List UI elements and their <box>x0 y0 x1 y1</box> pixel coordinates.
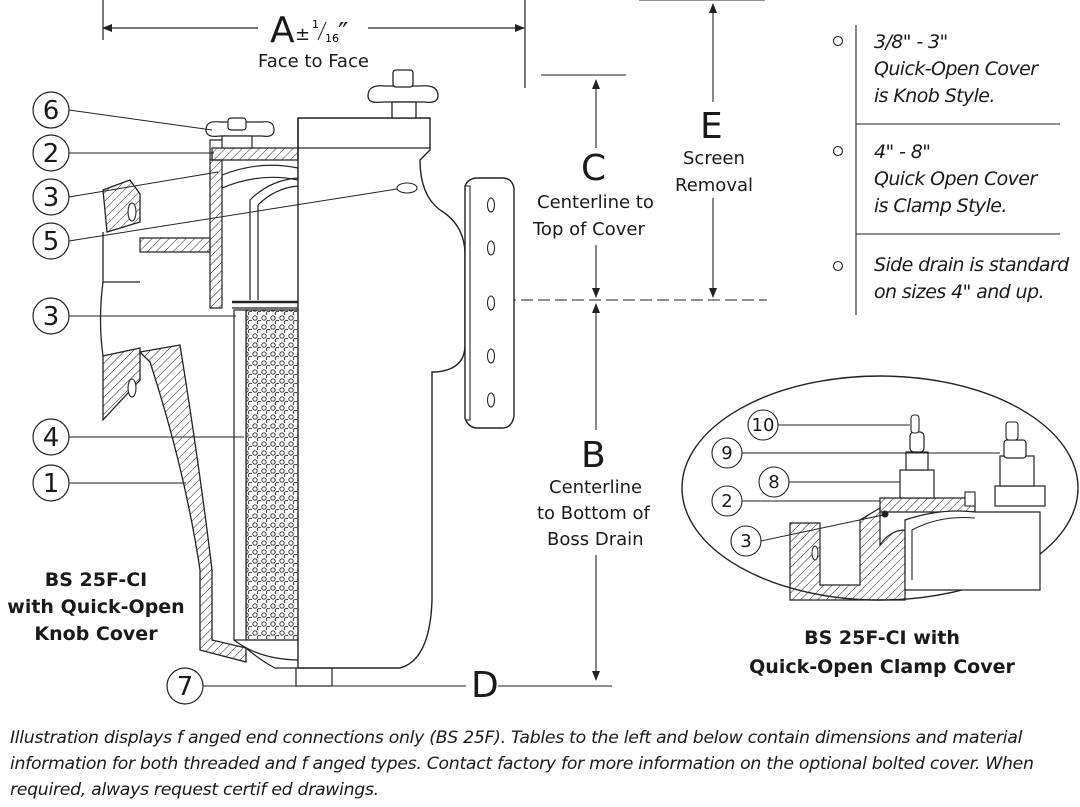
main-title-line-1: BS 25F-CI <box>45 569 148 591</box>
dim-d-letter: D <box>471 665 499 706</box>
callout-1: 1 <box>32 464 186 502</box>
svg-text:3/8" - 3": 3/8" - 3" <box>874 31 948 53</box>
svg-text:3: 3 <box>740 531 751 552</box>
dimension-c: C Centerline to Top of Cover <box>532 74 654 298</box>
dim-a-inch: ″ <box>338 16 348 49</box>
note-item: 3/8" - 3" Quick-Open Cover is Knob Style… <box>832 31 1040 107</box>
strainer-body <box>99 69 515 687</box>
callout-3-lower: 3 <box>32 297 236 335</box>
svg-text:Side drain is standard: Side drain is standard <box>874 254 1070 276</box>
dim-b-label-1: Centerline <box>549 477 642 498</box>
dim-a-label: Face to Face <box>258 51 369 72</box>
svg-text:1: 1 <box>43 469 60 499</box>
clamp-cover-detail: 10 9 8 2 3 <box>681 375 1079 601</box>
svg-text:is Knob Style.: is Knob Style. <box>874 85 995 107</box>
svg-text:5: 5 <box>43 227 60 257</box>
detail-callout-9: 9 <box>711 437 1000 469</box>
notes-list: 3/8" - 3" Quick-Open Cover is Knob Style… <box>832 25 1071 315</box>
callout-2: 2 <box>32 134 214 172</box>
dim-a-frac-num: 1 <box>312 18 319 31</box>
main-title: BS 25F-CI with Quick-Open Knob Cover <box>7 569 184 645</box>
detail-title-line-1: BS 25F-CI with <box>804 627 960 649</box>
dim-e-letter: E <box>700 106 723 147</box>
callout-3: 3 <box>32 171 219 216</box>
svg-text:9: 9 <box>721 443 732 464</box>
caption-line-3: required, always request certif ed drawi… <box>10 780 379 800</box>
dim-c-label-2: Top of Cover <box>532 219 645 240</box>
dim-a-letter: A <box>270 10 295 51</box>
detail-callout-10: 10 <box>747 409 910 441</box>
dim-a-tolerance: ± <box>295 24 310 45</box>
svg-text:8: 8 <box>768 472 779 493</box>
dim-e-label-1: Screen <box>683 148 745 169</box>
note-item: 4" - 8" Quick Open Cover is Clamp Style. <box>832 141 1039 217</box>
main-title-line-2: with Quick-Open <box>7 596 184 618</box>
svg-text:4: 4 <box>43 423 60 453</box>
svg-text:Quick Open Cover: Quick Open Cover <box>874 168 1038 190</box>
caption-line-2: information for both threaded and f ange… <box>10 754 1034 774</box>
svg-text:is Clamp Style.: is Clamp Style. <box>874 195 1007 217</box>
svg-text:7: 7 <box>177 672 194 702</box>
callout-5: 5 <box>32 188 398 260</box>
detail-title: BS 25F-CI with Quick-Open Clamp Cover <box>749 627 1015 678</box>
callout-6: 6 <box>32 91 213 131</box>
callout-7: 7 <box>166 667 296 705</box>
note-item: Side drain is standard on sizes 4" and u… <box>832 254 1071 303</box>
dimension-e: E Screen Removal <box>639 0 765 298</box>
dim-c-label-1: Centerline to <box>537 192 654 213</box>
dim-b-label-2: to Bottom of <box>537 503 651 524</box>
dim-c-letter: C <box>581 148 606 189</box>
detail-callout-8: 8 <box>758 466 900 498</box>
detail-callout-2: 2 <box>711 485 880 517</box>
svg-text:Quick-Open Cover: Quick-Open Cover <box>874 58 1039 80</box>
detail-title-line-2: Quick-Open Clamp Cover <box>749 656 1015 678</box>
svg-text:2: 2 <box>43 139 60 169</box>
dim-e-label-2: Removal <box>675 175 753 196</box>
svg-text:10: 10 <box>752 415 775 436</box>
main-callouts: 6 2 3 5 3 4 1 <box>32 91 398 705</box>
svg-text:3: 3 <box>43 183 60 213</box>
caption: Illustration displays f anged end connec… <box>10 725 1070 803</box>
main-title-line-3: Knob Cover <box>34 623 158 645</box>
svg-text:2: 2 <box>721 491 732 512</box>
caption-line-1: Illustration displays f anged end connec… <box>10 728 1023 748</box>
detail-callout-3: 3 <box>730 514 884 557</box>
svg-text:6: 6 <box>43 96 60 126</box>
dim-b-label-3: Boss Drain <box>547 529 644 550</box>
svg-text:3: 3 <box>43 302 60 332</box>
dimension-b: B Centerline to Bottom of Boss Drain <box>537 303 651 681</box>
dim-b-letter: B <box>581 435 606 476</box>
callout-4: 4 <box>32 418 244 456</box>
dim-a-frac-den: 16 <box>325 32 339 45</box>
svg-text:4" - 8": 4" - 8" <box>874 141 930 163</box>
dimension-d: D <box>330 665 612 706</box>
svg-text:on sizes 4" and up.: on sizes 4" and up. <box>874 281 1044 303</box>
dimension-a: A ± 1 16 ″ Face to Face <box>102 0 526 88</box>
